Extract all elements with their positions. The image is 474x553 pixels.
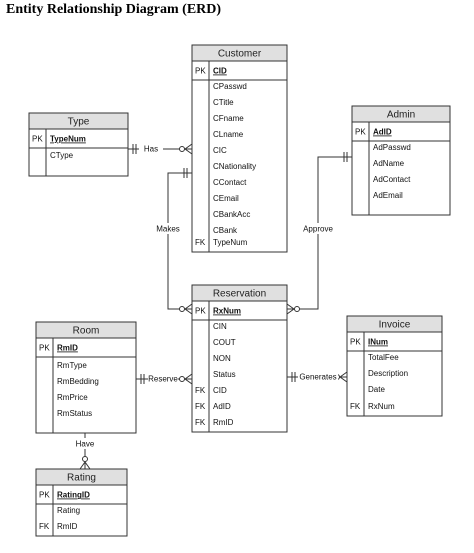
attribute: CNationality [213, 162, 256, 171]
entity-header [351, 105, 451, 123]
attribute: CContact [213, 178, 247, 187]
fk-key: FK [195, 238, 206, 247]
attribute: COUT [213, 338, 236, 347]
fk-attribute: TypeNum [213, 238, 248, 247]
entity-header [35, 321, 137, 339]
attribute: CType [50, 151, 74, 160]
fk-key: FK [195, 402, 206, 411]
entity-name: Reservation [213, 289, 266, 300]
pk-attribute: RmID [57, 344, 78, 353]
pk-key: PK [350, 338, 361, 347]
entity-name: Invoice [379, 320, 411, 331]
pk-attribute: TypeNum [50, 135, 86, 144]
pk-attribute: INum [368, 338, 388, 347]
attribute: CEmail [213, 194, 239, 203]
attribute: Date [368, 385, 385, 394]
pk-attribute: RatingID [57, 491, 90, 500]
entity-header [35, 468, 128, 486]
pk-attribute: CID [213, 67, 227, 76]
fk-attribute: RmID [57, 522, 78, 531]
fk-key: FK [350, 402, 361, 411]
pk-key: PK [195, 67, 206, 76]
pk-key: PK [39, 491, 50, 500]
attribute: CFname [213, 114, 244, 123]
relationship-label-have: Have [76, 440, 95, 449]
attribute: RmBedding [57, 377, 99, 386]
attribute: AdPasswd [373, 143, 411, 152]
entity-header [191, 284, 288, 302]
attribute: CBank [213, 226, 238, 235]
attribute: AdEmail [373, 191, 403, 200]
relationship-generates: Generates [287, 371, 348, 383]
attribute: CBankAcc [213, 210, 250, 219]
attribute: CIN [213, 322, 227, 331]
attribute: NON [213, 354, 231, 363]
entity-header [346, 315, 443, 333]
relationship-makes: Makes [154, 168, 193, 315]
fk-key: FK [195, 386, 206, 395]
relationship-has: Has [128, 143, 193, 155]
relationship-label-approve: Approve [303, 225, 333, 234]
attribute: TotalFee [368, 353, 399, 362]
relationship-label-has: Has [144, 145, 158, 154]
pk-key: PK [32, 135, 43, 144]
attribute: AdContact [373, 175, 411, 184]
attribute: CTitle [213, 98, 234, 107]
attribute: RmType [57, 361, 87, 370]
attribute: AdName [373, 159, 405, 168]
entity-name: Customer [218, 49, 262, 60]
entity-header [191, 44, 288, 62]
relationship-reserve: Reserve [136, 373, 193, 385]
fk-attribute: AdID [213, 402, 231, 411]
fk-key: FK [39, 522, 50, 531]
pk-key: PK [355, 128, 366, 137]
attribute: Rating [57, 506, 80, 515]
entity-box [191, 284, 288, 433]
attribute: Description [368, 369, 408, 378]
relationship-approve: Approve [286, 152, 352, 315]
attribute: Status [213, 370, 236, 379]
pk-key: PK [195, 307, 206, 316]
entity-box [191, 44, 288, 253]
pk-attribute: RxNum [213, 307, 241, 316]
pk-key: PK [39, 344, 50, 353]
attribute: CLname [213, 130, 244, 139]
entity-box [346, 315, 443, 417]
entity-name: Type [68, 117, 90, 128]
pk-attribute: AdID [373, 128, 392, 137]
fk-attribute: RmID [213, 418, 234, 427]
entity-name: Admin [387, 110, 415, 121]
entity-name: Rating [67, 473, 96, 484]
attribute: RmStatus [57, 409, 92, 418]
fk-attribute: CID [213, 386, 227, 395]
entity-name: Room [73, 326, 100, 337]
page-title: Entity Relationship Diagram (ERD) [6, 2, 222, 17]
fk-attribute: RxNum [368, 402, 395, 411]
attribute: CIC [213, 146, 227, 155]
attribute: CPasswd [213, 82, 247, 91]
entity-header [28, 112, 129, 130]
fk-key: FK [195, 418, 206, 427]
attribute: RmPrice [57, 393, 88, 402]
relationship-label-reserve: Reserve [148, 375, 178, 384]
relationship-label-generates: Generates [299, 373, 336, 382]
relationship-label-makes: Makes [156, 225, 180, 234]
